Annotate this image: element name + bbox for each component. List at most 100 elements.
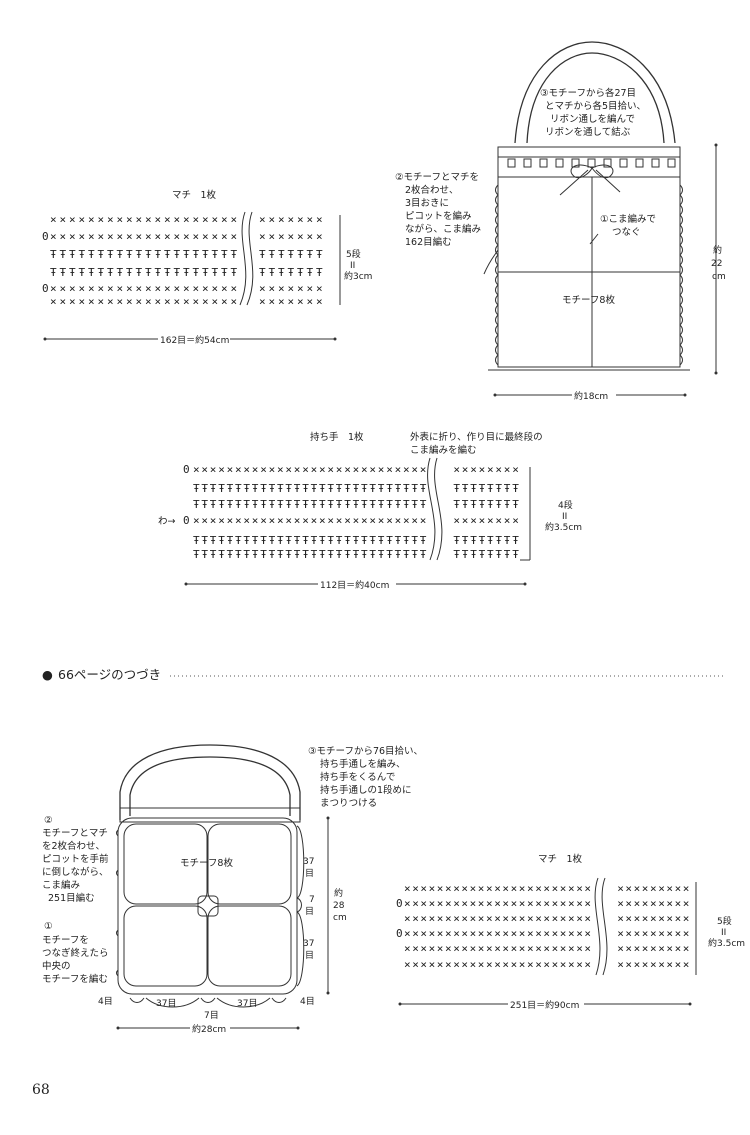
sc-stitch: ×	[155, 295, 162, 308]
sc-stitch: ×	[269, 282, 276, 295]
top-bag-height-label-3: cm	[712, 272, 726, 282]
sc-stitch: ×	[666, 927, 673, 940]
dc-stitch: Ŧ	[386, 482, 393, 495]
sc-stitch: ×	[683, 942, 690, 955]
dc-stitch: Ŧ	[221, 266, 228, 279]
dc-stitch: Ŧ	[311, 548, 318, 561]
dc-stitch: Ŧ	[420, 482, 427, 495]
sc-stitch: ×	[429, 897, 436, 910]
sc-stitch: ×	[486, 942, 493, 955]
dc-stitch: Ŧ	[277, 534, 284, 547]
dc-stitch: Ŧ	[353, 534, 360, 547]
sc-stitch: ×	[543, 912, 550, 925]
sc-stitch: ×	[478, 912, 485, 925]
dc-stitch: Ŧ	[69, 266, 76, 279]
sc-stitch: ×	[307, 213, 314, 226]
dc-stitch: Ŧ	[60, 266, 67, 279]
dc-stitch: Ŧ	[411, 534, 418, 547]
ribbon-hole	[587, 158, 596, 168]
sc-stitch: ×	[210, 463, 217, 476]
sc-stitch: ×	[404, 942, 411, 955]
dc-stitch: Ŧ	[395, 548, 402, 561]
dc-stitch: Ŧ	[227, 534, 234, 547]
sc-stitch: ×	[453, 912, 460, 925]
dc-stitch: Ŧ	[218, 482, 225, 495]
sc-stitch: ×	[675, 882, 682, 895]
dc-stitch: Ŧ	[353, 498, 360, 511]
dc-stitch: Ŧ	[285, 498, 292, 511]
dc-stitch: Ŧ	[479, 498, 486, 511]
dc-stitch: Ŧ	[288, 248, 295, 261]
sc-stitch: ×	[395, 463, 402, 476]
sc-stitch: ×	[486, 882, 493, 895]
sc-stitch: ×	[486, 912, 493, 925]
sc-stitch: ×	[437, 942, 444, 955]
ch-stitch: 0	[183, 463, 190, 476]
dc-stitch: Ŧ	[117, 248, 124, 261]
sc-stitch: ×	[183, 213, 190, 226]
dc-stitch: Ŧ	[504, 498, 511, 511]
sc-stitch: ×	[404, 912, 411, 925]
sc-stitch: ×	[634, 927, 641, 940]
sc-stitch: ×	[461, 882, 468, 895]
sc-stitch: ×	[552, 897, 559, 910]
dc-stitch: Ŧ	[453, 548, 460, 561]
dc-stitch: Ŧ	[269, 534, 276, 547]
dc-stitch: Ŧ	[462, 498, 469, 511]
sc-stitch: ×	[634, 912, 641, 925]
sc-stitch: ×	[666, 958, 673, 971]
dc-stitch: Ŧ	[201, 482, 208, 495]
sc-stitch: ×	[302, 463, 309, 476]
sc-stitch: ×	[437, 958, 444, 971]
sc-stitch: ×	[117, 295, 124, 308]
bottom-gusset-rows-1: 5段	[717, 915, 732, 927]
sc-stitch: ×	[666, 912, 673, 925]
dc-stitch: Ŧ	[403, 534, 410, 547]
dc-stitch: Ŧ	[107, 248, 114, 261]
sc-stitch: ×	[259, 295, 266, 308]
sc-stitch: ×	[429, 958, 436, 971]
sc-stitch: ×	[658, 942, 665, 955]
dc-stitch: Ŧ	[243, 498, 250, 511]
dc-stitch: Ŧ	[361, 534, 368, 547]
dc-stitch: Ŧ	[420, 534, 427, 547]
handle-width-label: 112目＝約40cm	[320, 579, 389, 591]
dc-stitch: Ŧ	[79, 248, 86, 261]
sc-stitch: ×	[429, 927, 436, 940]
dc-stitch: Ŧ	[297, 266, 304, 279]
sc-stitch: ×	[297, 213, 304, 226]
sc-stitch: ×	[650, 897, 657, 910]
sc-stitch: ×	[512, 463, 519, 476]
bottom-bag-side-37a-2: 目	[305, 868, 314, 879]
sc-stitch: ×	[353, 514, 360, 527]
sc-stitch: ×	[155, 213, 162, 226]
dc-stitch: Ŧ	[395, 482, 402, 495]
sc-stitch: ×	[386, 514, 393, 527]
sc-stitch: ×	[50, 213, 57, 226]
dc-stitch: Ŧ	[395, 498, 402, 511]
sc-stitch: ×	[412, 912, 419, 925]
sc-stitch: ×	[50, 282, 57, 295]
sc-stitch: ×	[511, 912, 518, 925]
sc-stitch: ×	[174, 213, 181, 226]
sc-stitch: ×	[617, 897, 624, 910]
dc-stitch: Ŧ	[453, 498, 460, 511]
sc-stitch: ×	[235, 463, 242, 476]
sc-stitch: ×	[683, 882, 690, 895]
dc-stitch: Ŧ	[269, 482, 276, 495]
dc-stitch: Ŧ	[117, 266, 124, 279]
sc-stitch: ×	[386, 463, 393, 476]
sc-stitch: ×	[395, 514, 402, 527]
sc-stitch: ×	[625, 882, 632, 895]
top-bag-step1-line2: つなぐ	[612, 227, 641, 238]
bottom-gusset-chart: マチ 1枚 ××××××××××××××××××××××××××××××××0×…	[396, 853, 745, 1011]
top-bag-height-label-2: 22	[711, 259, 722, 269]
sc-stitch: ×	[461, 958, 468, 971]
sc-stitch: ×	[470, 942, 477, 955]
dc-stitch: Ŧ	[512, 548, 519, 561]
dc-stitch: Ŧ	[344, 498, 351, 511]
bottom-bag-height-1: 約	[334, 887, 343, 899]
dc-stitch: Ŧ	[227, 498, 234, 511]
sc-stitch: ×	[535, 927, 542, 940]
